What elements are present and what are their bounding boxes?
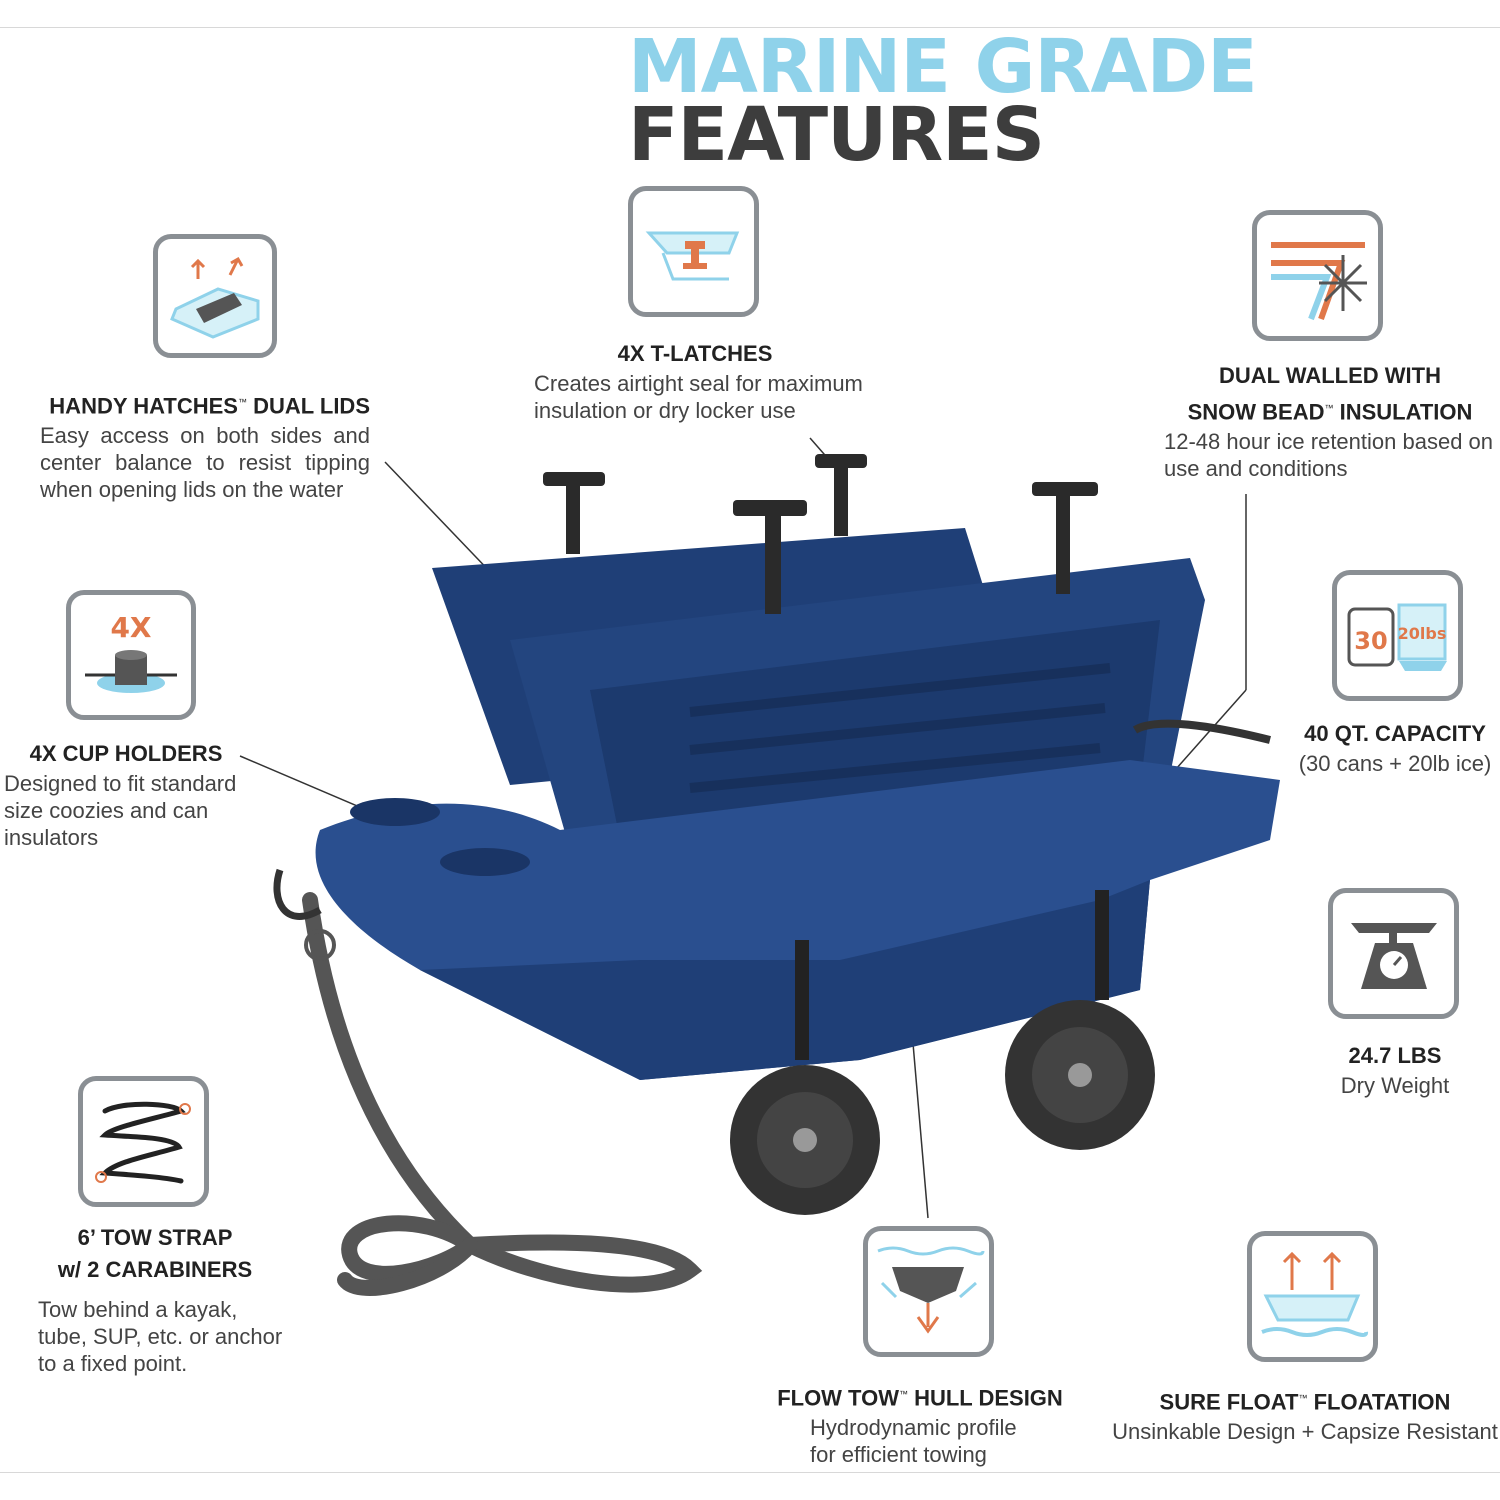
scale-icon — [1328, 888, 1459, 1019]
hull-design-icon — [863, 1226, 994, 1357]
tow-strap-icon — [78, 1076, 209, 1207]
snowflake-insulation-icon — [1252, 210, 1383, 341]
dual-lids-icon — [153, 234, 277, 358]
title-line-1: MARINE GRADE — [628, 24, 1258, 110]
feature-hatches: HANDY HATCHES™ DUAL LIDS Easy access on … — [40, 393, 370, 503]
cup-holder-icon: 4X — [66, 590, 196, 720]
feature-hull: FLOW TOW™ HULL DESIGN Hydrodynamic profi… — [777, 1385, 1063, 1468]
capacity-icon: 30 20lbs — [1332, 570, 1463, 701]
title-line-2: FEATURES — [628, 92, 1045, 178]
floatation-icon — [1247, 1231, 1378, 1362]
capacity-icon-ice: 20lbs — [1398, 624, 1447, 643]
feature-float: SURE FLOAT™ FLOATATION Unsinkable Design… — [1112, 1389, 1498, 1445]
feature-weight: 24.7 LBS Dry Weight — [1340, 1043, 1450, 1098]
capacity-icon-cans: 30 — [1354, 627, 1387, 655]
top-rule — [0, 27, 1500, 28]
t-latch-icon — [628, 186, 759, 317]
bottom-rule — [0, 1472, 1500, 1473]
feature-insulation: DUAL WALLED WITH SNOW BEAD™ INSULATION 1… — [1164, 363, 1494, 482]
feature-cupholders: 4X CUP HOLDERS Designed to fit standard … — [4, 741, 237, 850]
feature-towstrap: 6’ TOW STRAP w/ 2 CARABINERS Tow behind … — [38, 1225, 283, 1376]
feature-capacity: 40 QT. CAPACITY (30 cans + 20lb ice) — [1298, 721, 1492, 776]
cup-holder-icon-text: 4X — [110, 611, 151, 644]
feature-latches: 4X T-LATCHES Creates airtight seal for m… — [534, 341, 863, 423]
